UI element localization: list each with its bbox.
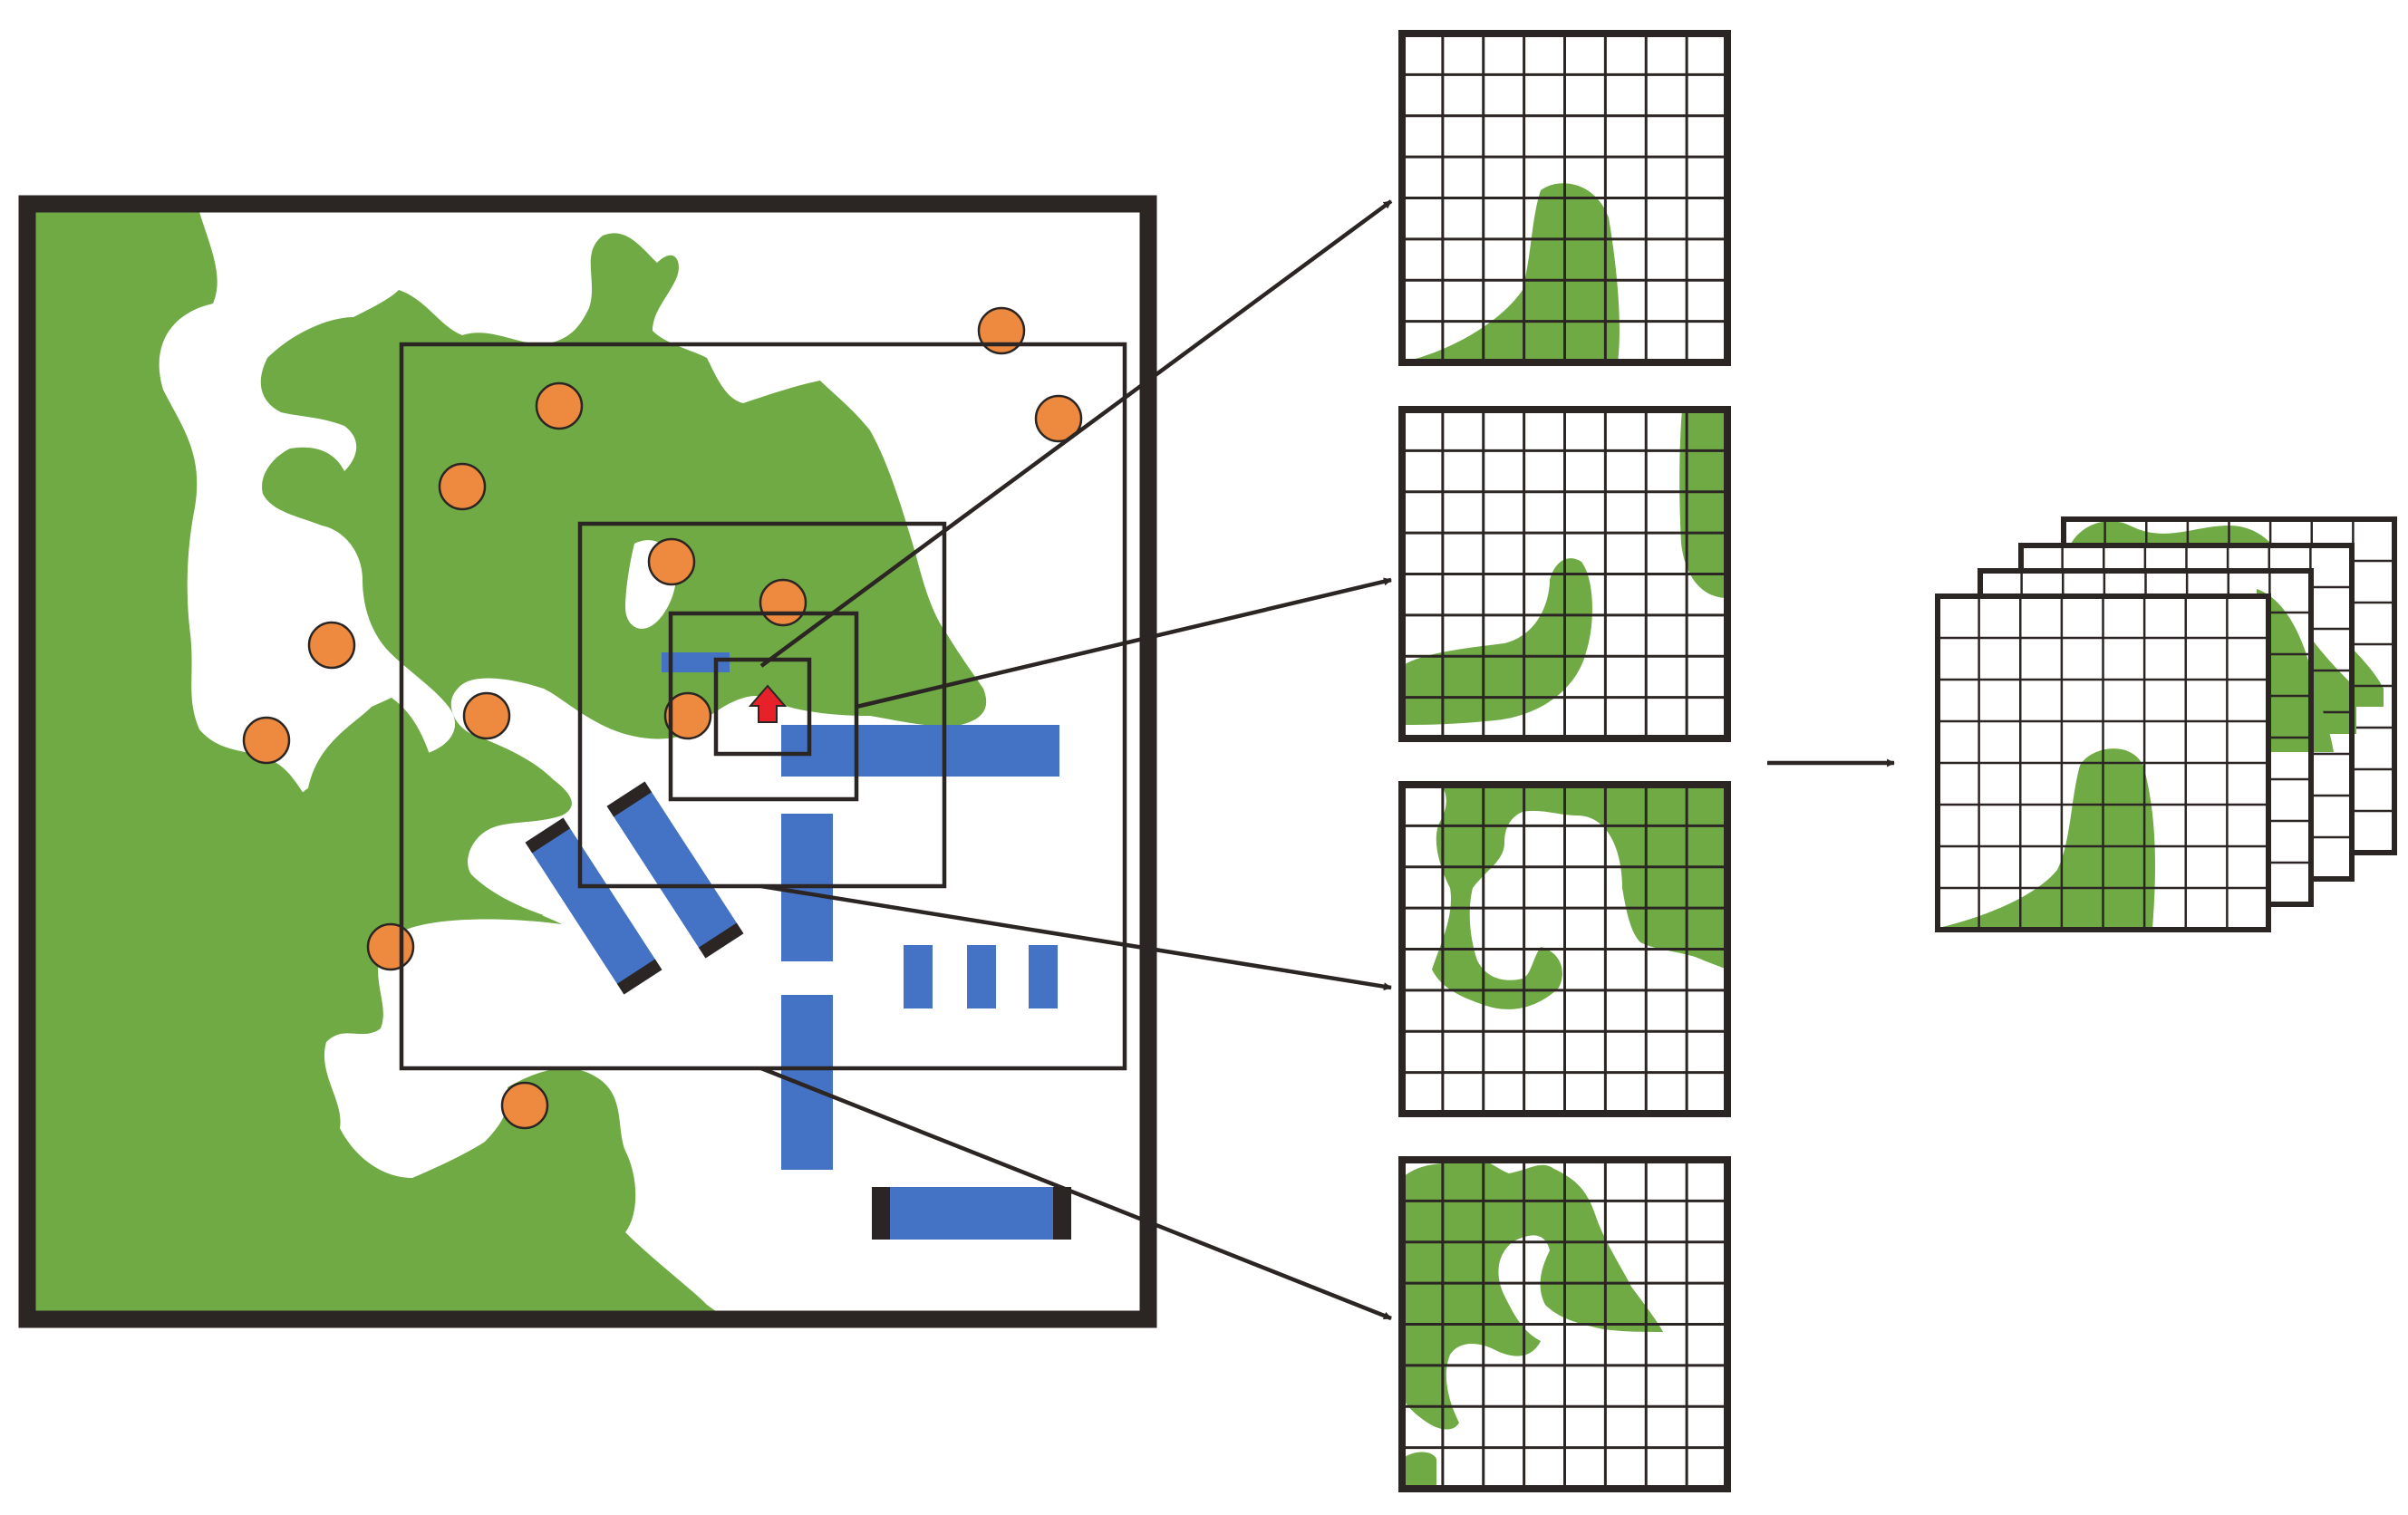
orange-unit xyxy=(242,716,291,765)
arrow-to-grid-4 xyxy=(760,1066,1392,1321)
orange-unit xyxy=(1034,394,1083,443)
up-arrow-icon xyxy=(748,684,788,723)
orange-unit xyxy=(535,381,584,430)
stacked-output xyxy=(1935,516,2397,932)
bottom-building xyxy=(872,1187,1071,1240)
rotated-building-right xyxy=(606,781,744,959)
crop-grid-4 xyxy=(1398,1156,1731,1492)
orange-unit xyxy=(462,691,511,740)
orange-unit xyxy=(759,578,808,627)
grid-border xyxy=(1398,781,1731,1117)
orange-unit xyxy=(438,462,487,511)
grid-border xyxy=(1398,1156,1731,1492)
grid-border xyxy=(1398,406,1731,742)
rotated-building-left xyxy=(525,817,662,995)
blue-building xyxy=(1029,945,1058,1008)
orange-unit xyxy=(500,1081,549,1130)
orange-unit xyxy=(977,306,1026,355)
arrow-to-grid-1 xyxy=(759,199,1393,668)
connector-arrows xyxy=(759,199,1895,1321)
blue-building xyxy=(781,995,833,1170)
blue-buildings xyxy=(662,652,1059,1170)
blue-building xyxy=(781,725,1059,777)
blue-building xyxy=(662,652,730,672)
crop-grid-3 xyxy=(1398,781,1731,1117)
stack-layer-1 xyxy=(1935,593,2271,932)
main-map-border xyxy=(18,195,1157,1328)
orange-unit xyxy=(647,537,696,586)
blue-building xyxy=(967,945,996,1008)
terrain-region-center xyxy=(260,233,987,919)
arrow-to-grid-2 xyxy=(856,577,1392,709)
orange-unit xyxy=(307,621,356,670)
blue-building xyxy=(904,945,933,1008)
arrow-to-grid-3 xyxy=(760,883,1392,991)
crop-grid-2 xyxy=(1398,406,1731,742)
main-map xyxy=(18,195,1157,1328)
terrain-region-left xyxy=(27,204,731,1319)
crop-grid-1 xyxy=(1398,30,1731,366)
terrain-layer xyxy=(27,204,987,1319)
crop-window-tiny xyxy=(713,657,812,757)
grid-border xyxy=(1398,30,1731,366)
orange-unit xyxy=(663,691,712,740)
grid-border xyxy=(1935,593,2271,932)
orange-unit xyxy=(366,922,415,971)
